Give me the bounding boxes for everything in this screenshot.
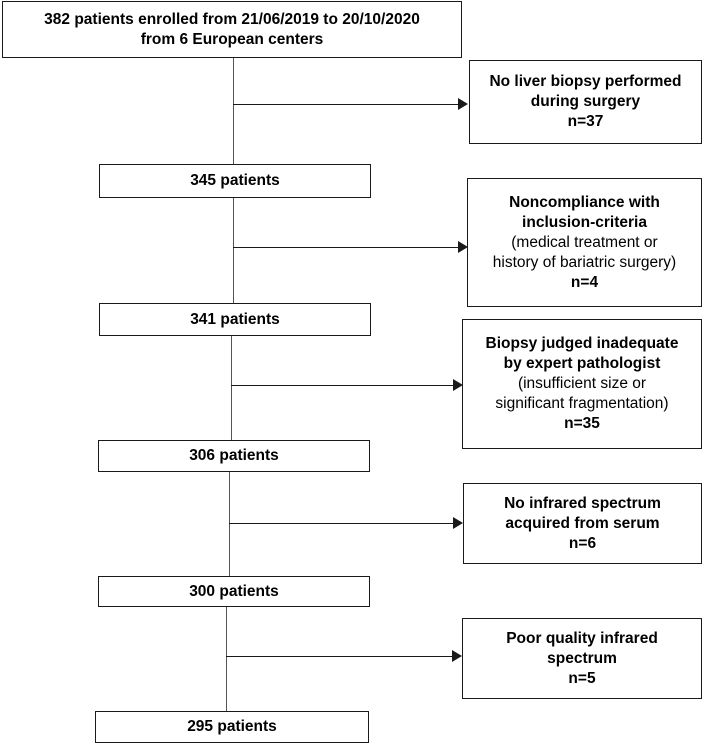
remaining-box-5: 295 patients (95, 711, 369, 743)
exclusion-3-detail-line-1: (insufficient size or (517, 375, 647, 392)
exclusion-5-title-line-2: spectrum (547, 649, 617, 667)
enrollment-box: 382 patients enrolled from 21/06/2019 to… (2, 1, 462, 58)
exclusion-arrowhead-4 (453, 517, 463, 529)
remaining-count-5: 295 patients (187, 718, 277, 735)
exclusion-2-title-line-1: Noncompliance with (509, 193, 660, 211)
exclusion-2-detail-line-2: history of bariatric surgery) (492, 253, 677, 271)
exclusion-box-2: Noncompliance with inclusion-criteria (m… (467, 178, 702, 307)
exclusion-4-title-line-1: No infrared spectrum (504, 494, 661, 512)
exclusion-arrowhead-5 (452, 650, 462, 662)
exclusion-arrow-line-1 (233, 104, 458, 105)
exclusion-arrow-line-5 (226, 656, 452, 657)
exclusion-arrowhead-2 (458, 241, 468, 253)
exclusion-arrow-line-4 (229, 523, 453, 524)
remaining-count-4: 300 patients (189, 582, 279, 600)
remaining-count-2: 341 patients (190, 310, 280, 328)
exclusion-arrow-line-2 (233, 247, 458, 248)
remaining-count-1: 345 patients (190, 172, 280, 189)
flow-line-5 (226, 606, 227, 713)
exclusion-4-title-line-2: acquired from serum (505, 514, 660, 532)
exclusion-box-5: Poor quality infrared spectrum n=5 (462, 618, 702, 699)
exclusion-box-3: Biopsy judged inadequate by expert patho… (462, 319, 702, 449)
remaining-count-3: 306 patients (189, 447, 279, 464)
enrollment-line-2: from 6 European centers (140, 30, 324, 48)
exclusion-3-detail-line-2: significant fragmentation) (495, 395, 669, 412)
enrollment-line-1: 382 patients enrolled from 21/06/2019 to… (44, 10, 420, 28)
exclusion-arrowhead-3 (453, 379, 463, 391)
exclusion-1-title-line-2: during surgery (530, 93, 641, 110)
exclusion-4-count: n=6 (568, 534, 597, 552)
remaining-box-4: 300 patients (98, 576, 370, 607)
exclusion-box-4: No infrared spectrum acquired from serum… (463, 483, 702, 564)
flow-line-2 (233, 197, 234, 304)
exclusion-3-count: n=35 (564, 415, 600, 432)
exclusion-3-title-line-2: by expert pathologist (503, 355, 661, 372)
remaining-box-2: 341 patients (99, 303, 371, 336)
remaining-box-1: 345 patients (99, 164, 371, 198)
exclusion-1-count: n=37 (567, 113, 604, 130)
exclusion-2-detail-line-1: (medical treatment or (511, 233, 658, 251)
exclusion-5-title-line-1: Poor quality infrared (506, 629, 658, 647)
remaining-box-3: 306 patients (98, 440, 370, 472)
exclusion-3-title-line-1: Biopsy judged inadequate (485, 335, 679, 352)
exclusion-arrowhead-1 (458, 98, 468, 110)
exclusion-2-title-line-2: inclusion-criteria (522, 213, 647, 231)
exclusion-2-count: n=4 (570, 273, 599, 291)
exclusion-box-1: No liver biopsy performed during surgery… (469, 60, 702, 144)
exclusion-arrow-line-3 (231, 385, 453, 386)
flow-line-3 (231, 334, 232, 441)
exclusion-1-title-line-1: No liver biopsy performed (489, 73, 682, 90)
exclusion-5-count: n=5 (568, 669, 596, 687)
flow-line-1 (233, 57, 234, 164)
